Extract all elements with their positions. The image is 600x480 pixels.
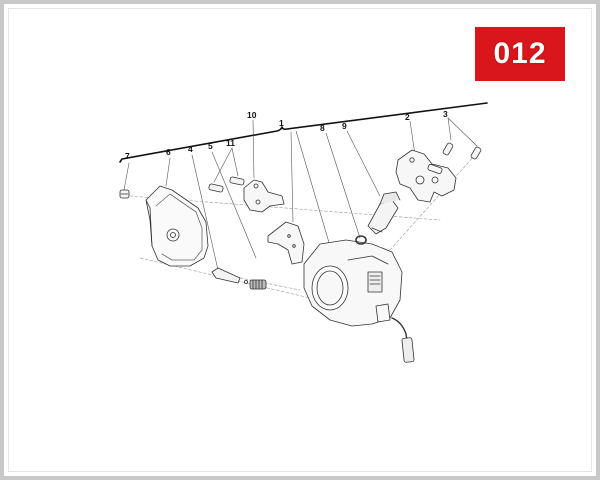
section-number-badge: 012 xyxy=(475,27,565,81)
frame-inner-border xyxy=(8,8,592,472)
callout-9: 9 xyxy=(342,121,347,131)
part-11-bolts xyxy=(208,176,245,193)
callout-7: 7 xyxy=(125,151,130,161)
part-9-injector xyxy=(367,191,401,235)
callout-8: 8 xyxy=(320,123,325,133)
callout-4: 4 xyxy=(188,144,193,154)
part-4-long-bolt xyxy=(211,267,248,284)
part-10-bracket xyxy=(243,179,285,213)
part-6-cover xyxy=(145,185,209,267)
part-8-seal-ring xyxy=(355,235,367,245)
callout-5: 5 xyxy=(208,141,213,151)
callout-2: 2 xyxy=(405,112,410,122)
part-3-screws xyxy=(442,142,482,160)
callout-6: 6 xyxy=(166,147,171,157)
throttle-body xyxy=(303,239,415,363)
part-2-actuator-housing xyxy=(395,149,457,203)
callout-1: 1 xyxy=(279,118,284,128)
callout-10: 10 xyxy=(247,110,257,120)
callout-bracket-line xyxy=(119,102,488,163)
callout-3: 3 xyxy=(443,109,448,119)
part-5-spring xyxy=(249,279,267,290)
callout-11: 11 xyxy=(226,138,235,148)
part-7-screw xyxy=(119,189,130,199)
mounting-plate xyxy=(267,221,305,265)
